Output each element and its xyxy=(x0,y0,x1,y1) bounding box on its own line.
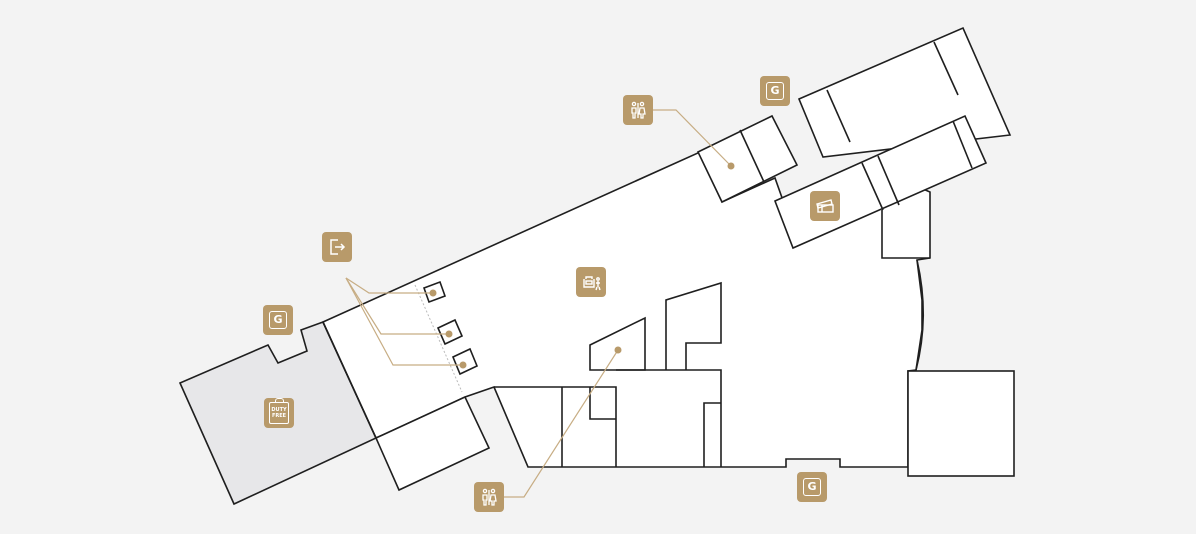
restroom-marker-bottom[interactable] xyxy=(474,482,504,512)
ticket-icon xyxy=(816,199,834,213)
duty-free-label-line2: FREE xyxy=(271,413,287,419)
restroom-marker-top[interactable] xyxy=(623,95,653,125)
top-rooms xyxy=(696,114,799,204)
ticket-marker[interactable] xyxy=(810,191,840,221)
lounge-marker[interactable] xyxy=(576,267,606,297)
duty-free-label-line1: DUTY xyxy=(271,407,287,413)
lounge-icon xyxy=(583,276,601,291)
duty-free-icon: DUTY FREE xyxy=(269,398,289,424)
exit-marker[interactable] xyxy=(322,232,352,262)
restroom-icon xyxy=(631,101,646,119)
leader-restroom-top xyxy=(653,109,732,167)
gate-room-lower-left xyxy=(374,395,491,492)
gate-icon: G xyxy=(269,311,287,329)
exit-icon xyxy=(330,239,346,255)
leader-exit-1 xyxy=(345,277,433,294)
right-room xyxy=(907,370,1015,477)
leader-exit-3 xyxy=(345,277,463,366)
upper-right-block xyxy=(797,26,1012,158)
gate-marker-top[interactable]: G xyxy=(760,76,790,106)
gate-icon: G xyxy=(766,82,784,100)
restroom-icon xyxy=(482,488,497,506)
leader-exit-2 xyxy=(345,277,449,335)
leader-restroom-bottom xyxy=(504,349,619,498)
duty-free-marker[interactable]: DUTY FREE xyxy=(264,398,294,428)
gate-marker-bottom[interactable]: G xyxy=(797,472,827,502)
gate-marker-left[interactable]: G xyxy=(263,305,293,335)
gate-icon: G xyxy=(803,478,821,496)
